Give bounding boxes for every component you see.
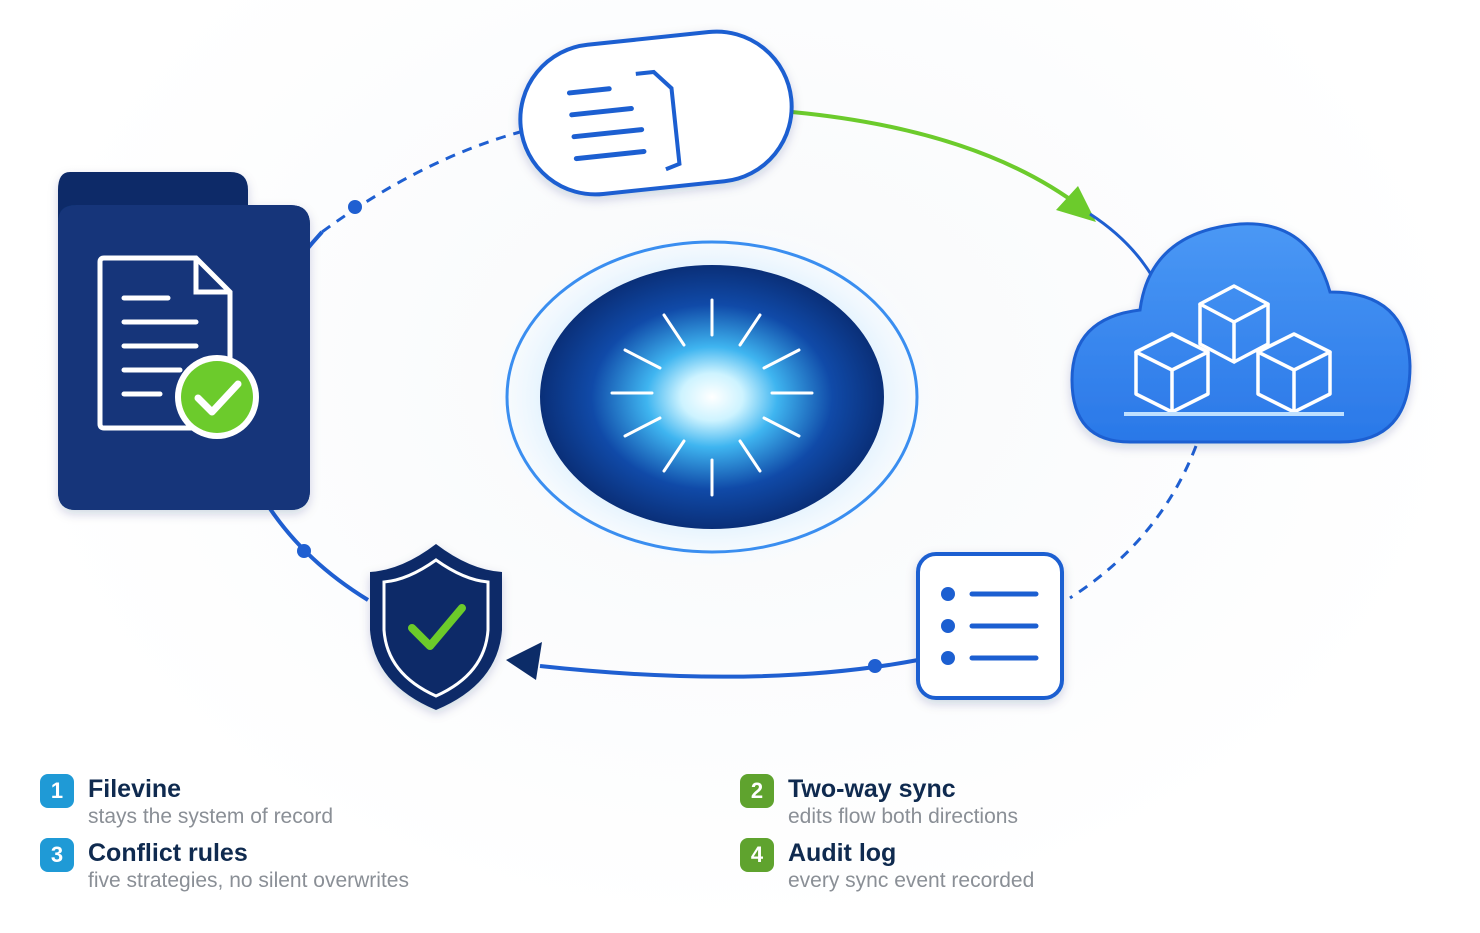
legend-title: Audit log [788, 839, 897, 867]
hub-rays [610, 298, 814, 497]
arrowhead-green-icon [1056, 186, 1096, 222]
legend-subtitle: five strategies, no silent overwrites [88, 869, 409, 892]
connector-document-to-cloud [791, 110, 1084, 210]
legend-item-3: 3 Conflict rules five strategies, no sil… [40, 838, 640, 898]
filevine-folder-document-icon [58, 172, 310, 510]
connector-list-to-shield [539, 658, 919, 679]
connector-cloud-to-list [1069, 445, 1198, 600]
legend-item-4: 4 Audit log every sync event recorded [740, 838, 1340, 898]
list-icon [916, 552, 1064, 700]
shield-check-icon [370, 544, 502, 710]
legend-subtitle: edits flow both directions [788, 805, 1018, 828]
legend-title: Conflict rules [88, 839, 248, 867]
document-icon [518, 29, 794, 197]
connector-green-to-cloud [1089, 212, 1154, 277]
check-circle-icon [175, 355, 259, 439]
legend-subtitle: every sync event recorded [788, 869, 1035, 892]
connector-folder-to-document [321, 130, 521, 234]
legend-item-1: 1 Filevine stays the system of record [40, 774, 640, 834]
cycle-graphic [58, 29, 1412, 710]
legend-subtitle: stays the system of record [88, 805, 334, 828]
cloud-cubes-icon [1070, 222, 1412, 444]
legend-badge: 2 [740, 774, 774, 808]
legend-title: Filevine [88, 775, 182, 803]
legend-badge: 4 [740, 838, 774, 872]
connector-dot [297, 544, 311, 558]
legend-item-2: 2 Two-way sync edits flow both direction… [740, 774, 1340, 834]
glowing-hub-icon [477, 217, 947, 577]
legend-badge: 3 [40, 838, 74, 872]
arrowhead-blue-icon [506, 642, 542, 680]
legend-title: Two-way sync [788, 775, 956, 803]
connector-dot [348, 200, 362, 214]
connector-dot [868, 659, 882, 673]
legend-badge: 1 [40, 774, 74, 808]
